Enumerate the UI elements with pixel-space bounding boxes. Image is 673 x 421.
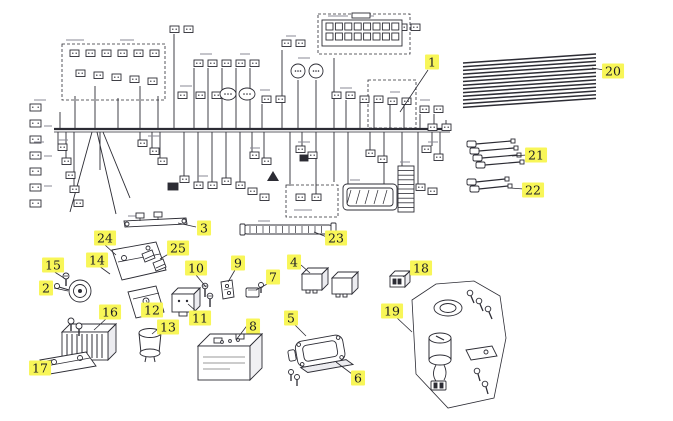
mount-screws-part	[201, 282, 214, 307]
schematic-junction-block	[397, 165, 415, 213]
battery-part	[196, 332, 264, 382]
flasher-relay-part	[138, 328, 162, 363]
ignition-switch-assembly	[411, 280, 507, 409]
relay-mount-plate	[127, 285, 165, 319]
round-connectors	[219, 63, 324, 101]
schematic-ecu-block	[342, 183, 398, 211]
regulator-plate-part	[39, 351, 97, 375]
horn-part	[54, 279, 92, 303]
relay-pair-part	[300, 266, 360, 298]
mount-bolt-part	[62, 272, 70, 286]
ecu-part	[287, 334, 355, 373]
spark-plug-wires	[466, 138, 525, 193]
sensor-parts	[141, 249, 167, 272]
ecu-screws-part	[288, 369, 300, 386]
small-bracket-part	[220, 279, 235, 300]
fuse-box	[321, 12, 403, 47]
wire-clamp-strip	[123, 211, 188, 228]
cable-bundle-part	[462, 53, 597, 109]
sensor-with-screw-part	[245, 282, 264, 298]
regulator-rectifier-part	[60, 317, 118, 362]
wiring-schematic	[29, 13, 452, 222]
protective-tube-part	[239, 222, 337, 236]
starter-relay-part	[170, 286, 202, 317]
